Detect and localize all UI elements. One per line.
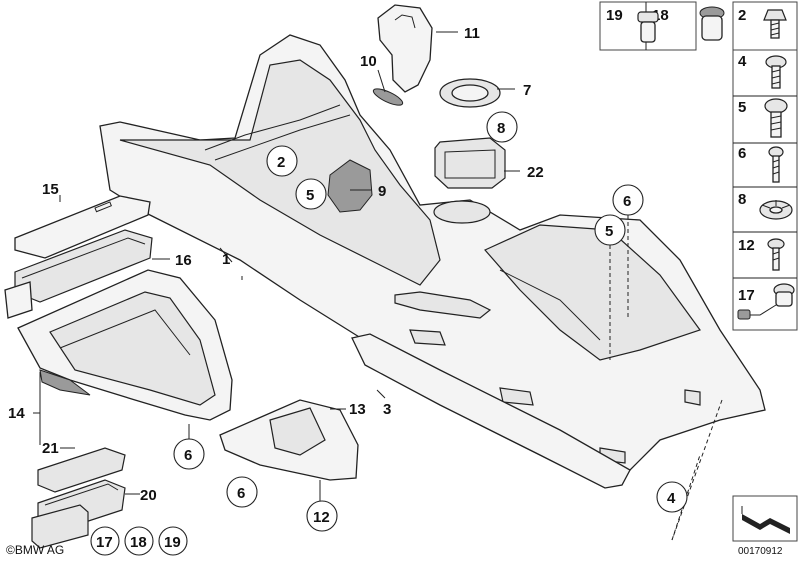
callout-2: 2 <box>277 154 285 171</box>
seal-disc <box>372 88 404 106</box>
callout-16: 16 <box>175 252 192 269</box>
legend-label-4: 4 <box>738 53 747 70</box>
legend-label-12: 12 <box>738 237 755 254</box>
drawing-number: 00170912 <box>738 546 783 557</box>
callout-6b: 6 <box>184 447 192 464</box>
shift-mechanism <box>327 159 373 213</box>
tray-small <box>31 504 89 549</box>
copyright-brand: ©BMW AG <box>6 543 64 557</box>
callout-7: 7 <box>523 82 531 99</box>
callout-13: 13 <box>349 401 366 418</box>
callout-18: 18 <box>130 534 147 551</box>
shift-boot <box>377 4 433 93</box>
callout-6c: 6 <box>237 485 245 502</box>
screw-6-icon <box>768 146 784 183</box>
callout-3: 3 <box>383 401 391 418</box>
hardware-legend: 19 18 2 4 5 6 <box>599 1 798 331</box>
legend-label-6: 6 <box>738 145 746 162</box>
screw-4-icon <box>765 55 787 89</box>
legend-label-19: 19 <box>606 7 623 24</box>
callout-8: 8 <box>497 120 505 137</box>
callouts: 1 2 3 4 5 5 6 6 6 7 8 9 10 11 12 13 14 1… <box>8 25 688 556</box>
callout-6a: 6 <box>623 193 631 210</box>
panel-15 <box>14 195 151 259</box>
legend-label-2: 2 <box>738 7 746 24</box>
clip-19-icon <box>637 11 659 43</box>
callout-19: 19 <box>164 534 181 551</box>
callout-12: 12 <box>313 509 330 526</box>
legend-label-8: 8 <box>738 191 746 208</box>
callout-9: 9 <box>378 183 386 200</box>
legend-label-5: 5 <box>738 99 746 116</box>
legend-label-17: 17 <box>738 287 755 304</box>
tray-21 <box>37 447 126 493</box>
callout-14: 14 <box>8 405 25 422</box>
cap-18-icon <box>699 6 725 41</box>
trim-strip <box>351 333 631 489</box>
screw-2-icon <box>763 9 787 39</box>
drawing-symbol <box>732 495 798 542</box>
callout-4: 4 <box>667 490 676 507</box>
callout-1: 1 <box>222 251 230 268</box>
callout-15: 15 <box>42 181 59 198</box>
screw-5-icon <box>764 98 788 138</box>
callout-5b: 5 <box>605 223 613 240</box>
callout-17: 17 <box>96 534 113 551</box>
screw-12-icon <box>767 238 785 271</box>
callout-10: 10 <box>360 53 377 70</box>
callout-11: 11 <box>464 25 480 42</box>
clip-nut-8-icon <box>759 200 793 220</box>
callout-22: 22 <box>527 164 544 181</box>
callout-5a: 5 <box>306 187 314 204</box>
callout-20: 20 <box>140 487 157 504</box>
callout-21: 21 <box>42 440 59 457</box>
socket-17-icon <box>737 283 795 320</box>
